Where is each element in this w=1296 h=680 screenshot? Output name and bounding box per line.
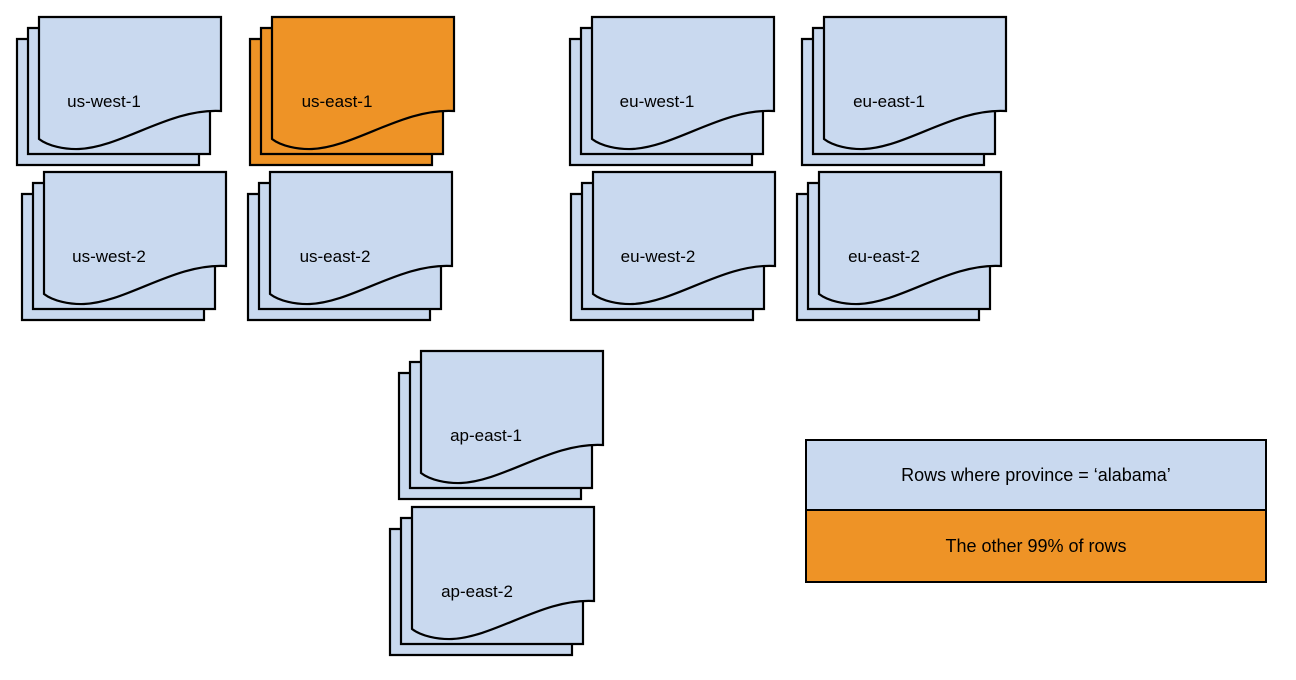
document-front-us-east-2 (268, 170, 454, 306)
document-stack-ap-east-2[interactable] (388, 505, 600, 680)
document-stack-eu-west-2[interactable] (569, 170, 781, 350)
document-stack-shape-us-west-2 (20, 170, 228, 322)
document-front-ap-east-2 (410, 505, 596, 641)
document-front-us-west-2 (42, 170, 228, 306)
document-front-us-west-1 (37, 15, 223, 151)
document-stack-eu-east-2[interactable] (795, 170, 1007, 350)
document-front-eu-east-1 (822, 15, 1008, 151)
document-stack-ap-east-1[interactable] (397, 349, 609, 529)
document-stack-us-west-1[interactable] (15, 15, 227, 195)
legend-label-legend-blue: Rows where province = ‘alabama’ (901, 464, 1171, 485)
legend-label-legend-orange: The other 99% of rows (945, 535, 1127, 556)
document-stack-shape-eu-west-2 (569, 170, 777, 322)
document-stack-us-east-2[interactable] (246, 170, 458, 350)
document-stack-eu-west-1[interactable] (568, 15, 780, 195)
document-stack-us-east-1[interactable] (248, 15, 460, 195)
document-stack-shape-eu-east-2 (795, 170, 1003, 322)
legend-row-legend-orange: The other 99% of rows (807, 511, 1265, 581)
document-front-eu-east-2 (817, 170, 1003, 306)
document-stack-eu-east-1[interactable] (800, 15, 1012, 195)
document-stack-shape-eu-east-1 (800, 15, 1008, 167)
document-stack-shape-us-east-1 (248, 15, 456, 167)
document-front-us-east-1 (270, 15, 456, 151)
document-front-eu-west-1 (590, 15, 776, 151)
legend-row-legend-blue: Rows where province = ‘alabama’ (807, 441, 1265, 511)
document-stack-us-west-2[interactable] (20, 170, 232, 350)
document-front-ap-east-1 (419, 349, 605, 485)
document-front-eu-west-2 (591, 170, 777, 306)
document-stack-shape-us-east-2 (246, 170, 454, 322)
document-stack-shape-eu-west-1 (568, 15, 776, 167)
document-stack-shape-ap-east-2 (388, 505, 596, 657)
legend-box: Rows where province = ‘alabama’ The other… (805, 439, 1267, 583)
document-stack-shape-us-west-1 (15, 15, 223, 167)
document-stack-shape-ap-east-1 (397, 349, 605, 501)
